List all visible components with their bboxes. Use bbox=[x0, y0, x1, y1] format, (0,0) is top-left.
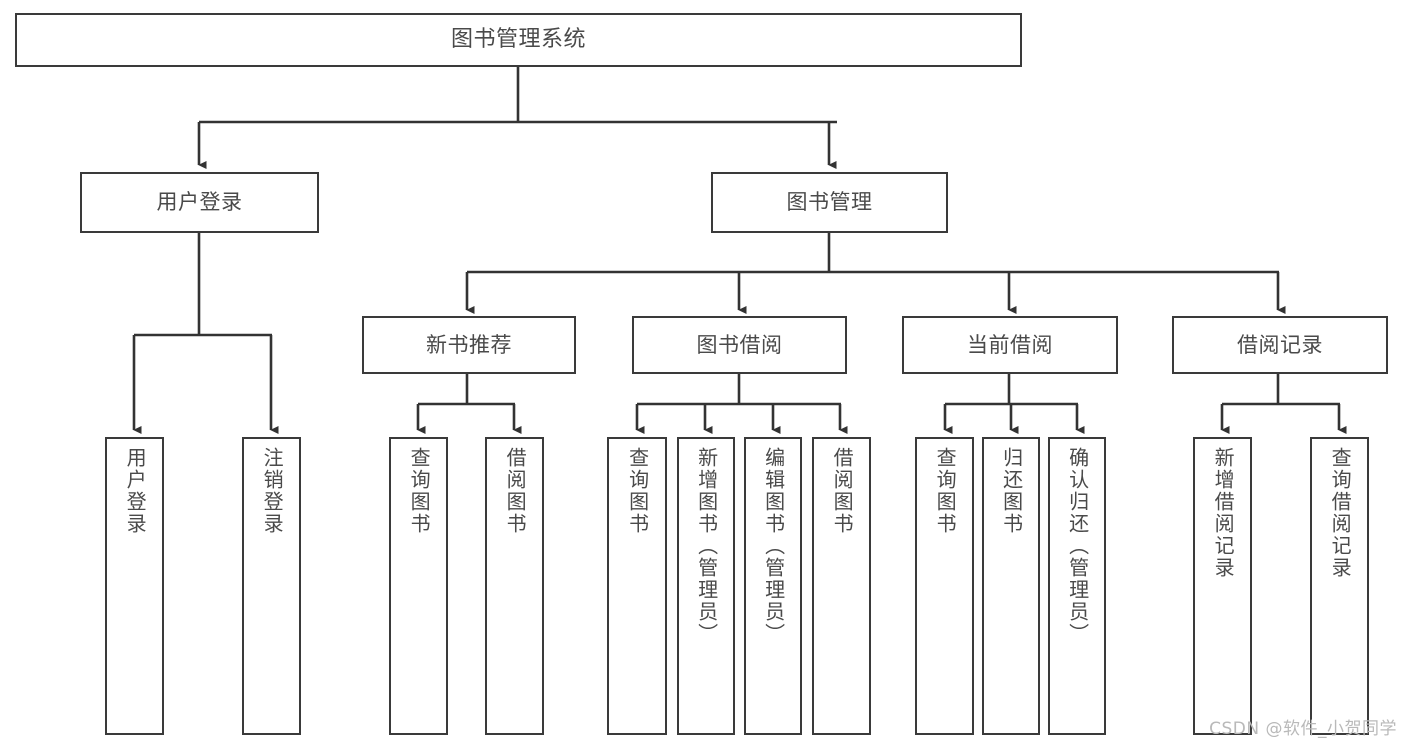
leaf-borrow-query-book[interactable]: 查询图书 bbox=[607, 437, 667, 735]
leaf-borrow-add-book[interactable]: 新增图书（管理员） bbox=[677, 437, 735, 735]
leaf-user-login-logout-label: 注销登录 bbox=[260, 447, 285, 535]
leaf-new-book-borrow[interactable]: 借阅图书 bbox=[485, 437, 544, 735]
node-current-borrow-label: 当前借阅 bbox=[967, 332, 1053, 357]
leaf-user-login-login-label: 用户登录 bbox=[123, 447, 148, 535]
leaf-current-return-book-label: 归还图书 bbox=[999, 447, 1024, 535]
leaf-borrow-query-book-label: 查询图书 bbox=[625, 447, 650, 535]
leaf-borrow-add-book-label: 新增图书（管理员） bbox=[694, 447, 719, 645]
node-root-label: 图书管理系统 bbox=[450, 27, 586, 53]
leaf-current-query-book-label: 查询图书 bbox=[933, 447, 958, 535]
leaf-borrow-borrow-book-label: 借阅图书 bbox=[830, 447, 855, 535]
node-current-borrow[interactable]: 当前借阅 bbox=[902, 316, 1118, 374]
node-book-management[interactable]: 图书管理 bbox=[711, 172, 948, 233]
leaf-borrow-edit-book[interactable]: 编辑图书（管理员） bbox=[744, 437, 802, 735]
node-book-management-label: 图书管理 bbox=[786, 190, 873, 215]
leaf-current-query-book[interactable]: 查询图书 bbox=[915, 437, 974, 735]
leaf-new-book-borrow-label: 借阅图书 bbox=[503, 447, 528, 535]
leaf-current-confirm-return[interactable]: 确认归还（管理员） bbox=[1048, 437, 1106, 735]
node-new-book-recommend-label: 新书推荐 bbox=[426, 332, 512, 357]
leaf-record-add-record[interactable]: 新增借阅记录 bbox=[1193, 437, 1252, 735]
leaf-current-return-book[interactable]: 归还图书 bbox=[982, 437, 1040, 735]
leaf-borrow-edit-book-label: 编辑图书（管理员） bbox=[761, 447, 786, 645]
leaf-record-query-record-label: 查询借阅记录 bbox=[1328, 447, 1353, 579]
leaf-new-book-query[interactable]: 查询图书 bbox=[389, 437, 448, 735]
leaf-user-login-logout[interactable]: 注销登录 bbox=[242, 437, 301, 735]
leaf-current-confirm-return-label: 确认归还（管理员） bbox=[1065, 447, 1090, 645]
node-user-login-label: 用户登录 bbox=[156, 190, 243, 215]
node-root[interactable]: 图书管理系统 bbox=[15, 13, 1022, 67]
node-new-book-recommend[interactable]: 新书推荐 bbox=[362, 316, 576, 374]
leaf-borrow-borrow-book[interactable]: 借阅图书 bbox=[812, 437, 871, 735]
leaf-new-book-query-label: 查询图书 bbox=[407, 447, 432, 535]
leaf-record-add-record-label: 新增借阅记录 bbox=[1211, 447, 1236, 579]
node-book-borrow[interactable]: 图书借阅 bbox=[632, 316, 847, 374]
node-borrow-record[interactable]: 借阅记录 bbox=[1172, 316, 1388, 374]
node-borrow-record-label: 借阅记录 bbox=[1237, 332, 1323, 357]
leaf-user-login-login[interactable]: 用户登录 bbox=[105, 437, 164, 735]
node-user-login[interactable]: 用户登录 bbox=[80, 172, 319, 233]
leaf-record-query-record[interactable]: 查询借阅记录 bbox=[1310, 437, 1369, 735]
node-book-borrow-label: 图书借阅 bbox=[696, 332, 783, 357]
